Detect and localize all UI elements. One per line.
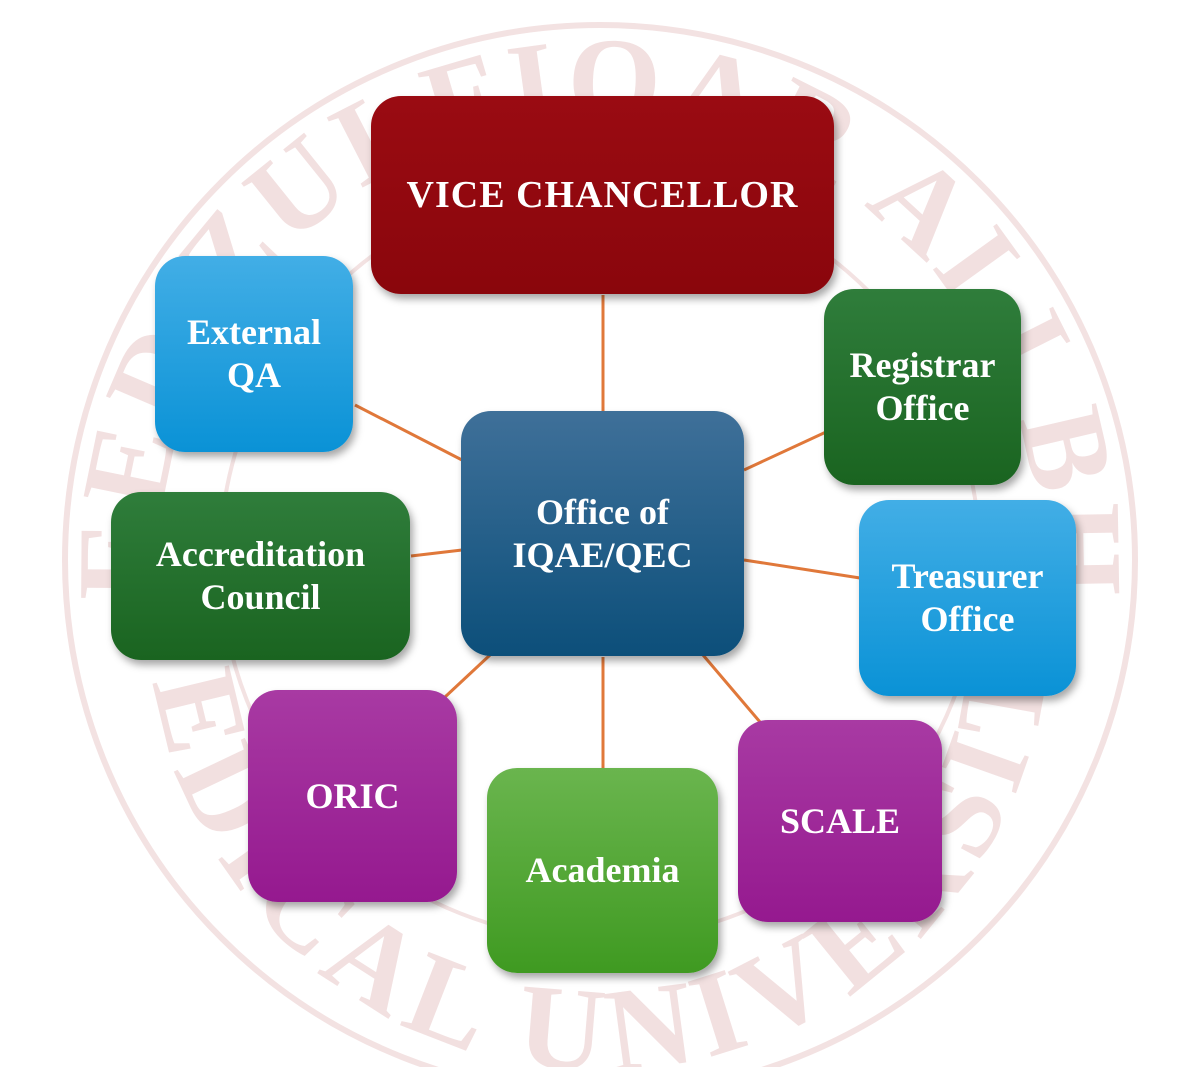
connector-treasurer: [743, 558, 861, 580]
treasurer-office-label: Treasurer Office: [891, 556, 1044, 639]
registrar-office-label: Registrar Office: [849, 345, 996, 428]
vice-chancellor-label: VICE CHANCELLOR: [406, 173, 799, 216]
external-qa-label: External QA: [187, 312, 321, 395]
registrar-office-box: Registrar Office: [824, 289, 1021, 485]
connector-oric: [443, 653, 492, 699]
connector-registrar: [743, 430, 827, 472]
scale-box: SCALE: [738, 720, 942, 922]
external-qa-box: External QA: [155, 256, 353, 452]
connector-accreditation: [410, 548, 463, 558]
connector-external-qa: [354, 403, 463, 462]
accreditation-council-box: Accreditation Council: [111, 492, 410, 660]
academia-box: Academia: [487, 768, 718, 973]
connector-scale: [701, 654, 762, 723]
scale-label: SCALE: [779, 800, 901, 841]
oric-label: ORIC: [305, 775, 400, 816]
iqae-qec-office-box: Office of IQAE/QEC: [461, 411, 744, 656]
treasurer-office-box: Treasurer Office: [859, 500, 1076, 696]
vice-chancellor-box: VICE CHANCELLOR: [371, 96, 834, 294]
iqae-qec-office-label: Office of IQAE/QEC: [512, 491, 693, 575]
academia-label: Academia: [525, 850, 680, 890]
accreditation-council-label: Accreditation Council: [155, 534, 366, 617]
oric-box: ORIC: [248, 690, 457, 902]
